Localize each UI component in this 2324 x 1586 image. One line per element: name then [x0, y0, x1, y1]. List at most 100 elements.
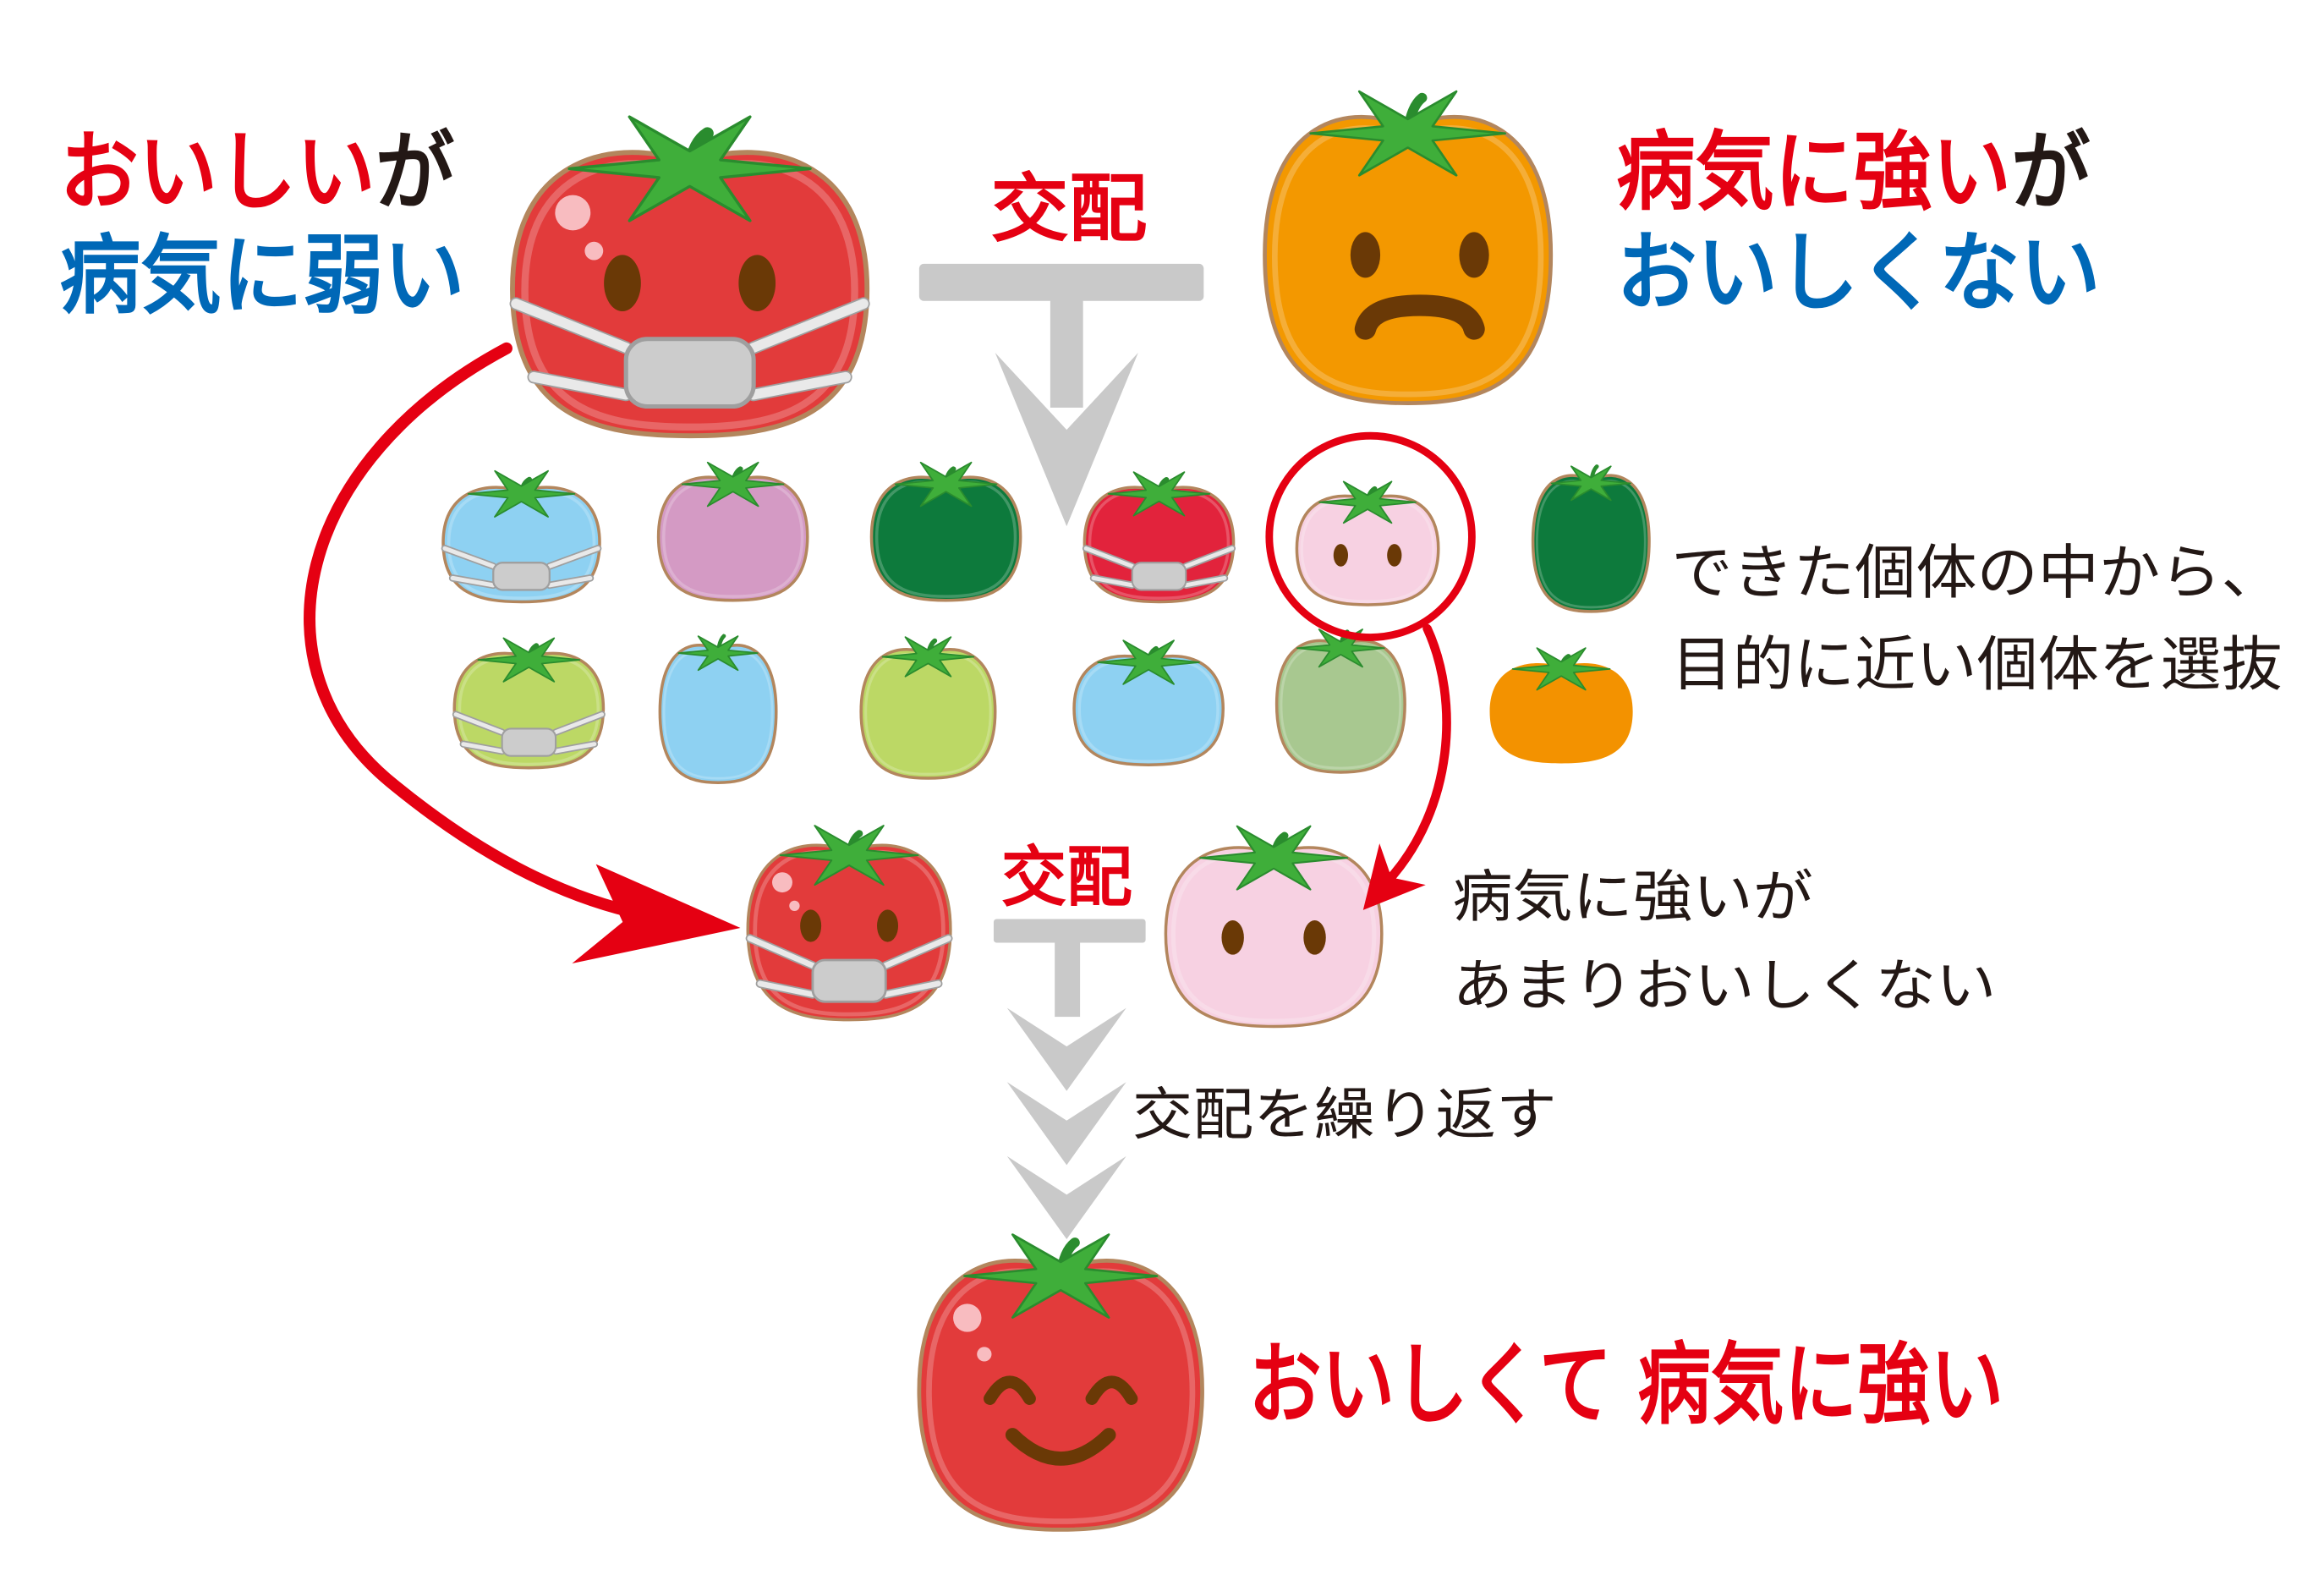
frown-mouth [1354, 294, 1485, 340]
tomato-rim [1272, 125, 1544, 398]
tomato-rim [662, 649, 774, 780]
selected-arrow-head [1362, 843, 1426, 910]
parent-tomato-tasty [509, 115, 870, 439]
mask-pad [1131, 562, 1187, 591]
offspring-tomato-1 [441, 469, 602, 604]
repeat-chevron-2 [1006, 1082, 1126, 1166]
tomato-rim [1535, 479, 1647, 609]
mask-strap [442, 546, 496, 568]
tomato-body [869, 475, 1022, 602]
parent-resistant-joiner: が [2011, 123, 2090, 223]
highlight-large [953, 1303, 982, 1332]
selection-note-line2: 目的に近い個体を選抜 [1671, 630, 2282, 700]
mask-strap [748, 299, 869, 353]
parent-to-cross-arrow [304, 342, 741, 964]
tomato-body [1274, 639, 1406, 774]
face-mask-icon [441, 545, 602, 591]
eye-left [1221, 920, 1244, 955]
tomato-rim [874, 480, 1017, 598]
selected-to-cross-arrow [1362, 623, 1451, 910]
selected-arrow-line [1384, 623, 1451, 886]
parent-tasty-good-trait: おいしい [59, 123, 375, 223]
leaves-icon [467, 469, 576, 518]
mask-strap [461, 742, 505, 754]
mask-pad [623, 337, 756, 409]
cross-arrow-middle-shaft [1055, 930, 1081, 1018]
mask-strap [757, 980, 816, 997]
leaves-icon [1550, 465, 1631, 502]
mask-strap [553, 712, 605, 735]
eye-right [877, 909, 899, 942]
highlight-large [555, 195, 591, 231]
offspring-tomato-7 [452, 637, 606, 770]
tomato-illustrations [441, 90, 1651, 1532]
mask-strap [882, 936, 951, 969]
mask-strap [453, 712, 505, 735]
face-mask-icon [1082, 545, 1236, 591]
eye-left [604, 255, 641, 311]
leaves-icon [963, 1233, 1159, 1319]
parent-resistant-label-line1: 病気に強いが [1616, 123, 2090, 223]
eye-right [1459, 232, 1489, 278]
tomato-rim [1300, 498, 1435, 603]
tomato-body [452, 651, 606, 770]
tomato-rim [864, 653, 992, 776]
parent-tasty-weakness: 病気に弱い [59, 226, 464, 327]
result-tomato [917, 1233, 1204, 1532]
mask-pad [811, 958, 887, 1003]
cross-label-middle: 交配 [1001, 840, 1132, 916]
tomato-body [1489, 663, 1633, 764]
eye-right [738, 255, 776, 311]
mask-strap [1083, 546, 1135, 568]
parent-arrow-line [304, 342, 650, 921]
offspring-tomato-3 [869, 461, 1022, 602]
highlight-small [789, 900, 800, 911]
highlight-small [584, 241, 604, 261]
parent-arrow-head [572, 864, 741, 964]
selection-note-line1: できた個体の中から、 [1671, 538, 2282, 607]
eye-left [1350, 232, 1381, 278]
mask-strap [450, 575, 496, 588]
offspring-tomato-12 [1489, 647, 1633, 764]
leaves-icon [1199, 825, 1349, 891]
mask-strap [1183, 546, 1235, 568]
tomato-rim [1170, 852, 1377, 1023]
eye-right [1387, 544, 1402, 567]
selected-note-line2: あまりおいしくない [1453, 952, 1997, 1018]
cross-arrow-top-head [995, 353, 1138, 527]
tomato-rim [458, 656, 600, 766]
highlight-large [772, 872, 792, 893]
eye-right [1303, 920, 1326, 955]
offspring-tomato-2 [656, 461, 809, 602]
leaves-icon [1296, 628, 1385, 668]
offspring-tomato-8 [658, 634, 778, 784]
eye-left [800, 909, 822, 942]
tomato-body [746, 843, 952, 1022]
leaves-icon [1097, 639, 1200, 685]
selection-circle [1265, 431, 1476, 641]
offspring-tomato-10 [1072, 639, 1225, 766]
offspring-tomato-4 [1082, 471, 1236, 604]
mask-strap [529, 371, 632, 400]
leaves-icon [1511, 647, 1611, 691]
tomato-rim [521, 160, 858, 431]
leaves-icon [681, 461, 785, 508]
face-mask-icon [452, 711, 606, 757]
tomato-body [441, 486, 601, 604]
leaves-icon [1318, 480, 1417, 524]
highlight-small [977, 1347, 992, 1362]
result-label: おいしくて 病気に強い [1248, 1333, 2003, 1437]
leaves-icon [567, 115, 812, 222]
selected-note-line1: 病気に強いが [1453, 864, 1813, 930]
tomato-rim [926, 1268, 1196, 1524]
tomato-body [1083, 486, 1236, 604]
tomato-body [859, 647, 997, 780]
parent-tasty-label-line1: おいしいが [59, 123, 454, 223]
tomato-body [1295, 494, 1440, 606]
cross-tomato-tasty [745, 825, 953, 1022]
parent-resistant-weakness: おいしくない [1616, 223, 2101, 324]
mask-strap [882, 980, 941, 997]
repeat-cross-label: 交配を繰り返す [1132, 1082, 1557, 1148]
tomato-body [1164, 846, 1384, 1029]
